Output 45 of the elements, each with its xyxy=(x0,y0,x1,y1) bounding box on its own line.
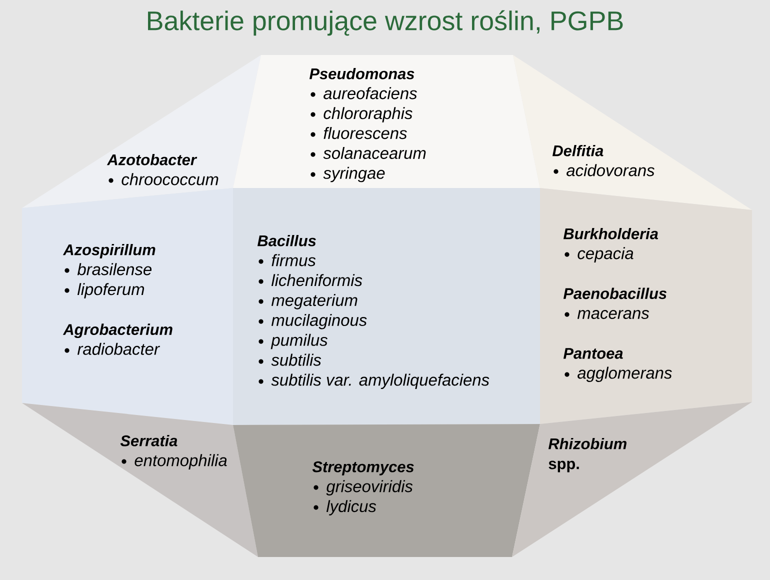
genus-name: Serratia xyxy=(120,434,178,446)
list-item: subtilis var. amyloliquefaciens xyxy=(271,374,490,390)
list-item: macerans xyxy=(577,310,650,319)
list-item: acidovorans xyxy=(566,164,654,176)
list-item: aureofaciens xyxy=(324,87,417,100)
list-item: entomophilia xyxy=(134,454,227,470)
panel xyxy=(22,55,261,208)
list-item: syringae xyxy=(323,166,385,182)
genus-name: Streptomyces xyxy=(312,461,414,476)
list-item: mucilaginous xyxy=(271,314,367,330)
panel xyxy=(22,188,233,425)
list-item: lydicus xyxy=(326,500,376,516)
list-item: griseoviridis xyxy=(326,480,413,496)
list-item: firmus xyxy=(272,254,316,266)
list-item: pumilus xyxy=(270,334,328,350)
list-item: lipoferum xyxy=(77,283,144,298)
genus-name: Delfitia xyxy=(552,144,604,156)
genus-name: Agrobacterium xyxy=(62,324,172,338)
title: Bakterie promujące wzrost roślin, PGPB xyxy=(148,10,623,36)
list-item: cepacia xyxy=(578,247,634,262)
list-item: brasilense xyxy=(77,263,152,276)
panel xyxy=(513,55,752,210)
genus-name: Burkholderia xyxy=(563,228,658,240)
panel xyxy=(540,188,752,424)
list-item: solanacearum xyxy=(323,146,426,159)
genus-name: Azotobacter xyxy=(106,154,198,166)
list-item: subtilis xyxy=(271,354,322,366)
panel xyxy=(233,188,540,425)
list-item: chroococcum xyxy=(122,173,218,186)
list-item: agglomerans xyxy=(578,366,672,382)
panel xyxy=(512,402,752,557)
panel xyxy=(22,403,258,557)
list-item: chlororaphis xyxy=(324,107,412,122)
genus-note: spp. xyxy=(548,460,579,472)
panel xyxy=(233,424,540,557)
genus-name: Paenobacillus xyxy=(563,288,667,300)
genus-name: Pseudomonas xyxy=(309,68,414,80)
genus-name: Bacillus xyxy=(257,234,316,246)
list-item: radiobacter xyxy=(77,342,160,355)
list-item: licheniformis xyxy=(271,274,362,286)
list-item: fluorescens xyxy=(324,127,407,140)
genus-name: Rhizobium xyxy=(548,438,626,450)
genus-name: Azospirillum xyxy=(62,244,156,258)
list-item: megaterium xyxy=(271,294,358,310)
genus-name: Pantoea xyxy=(563,348,623,359)
